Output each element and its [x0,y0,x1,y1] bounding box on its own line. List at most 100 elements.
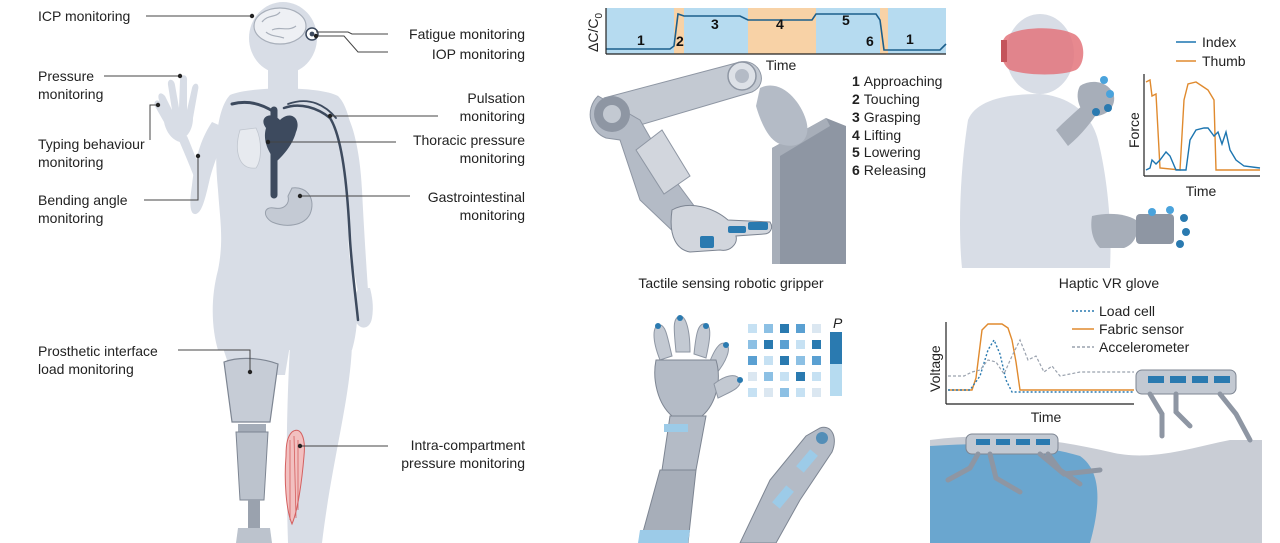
callout-lines [104,15,438,447]
heatmap-cell [748,324,757,333]
phase-label: 4 [776,16,784,32]
heatmap-cell [812,340,821,349]
heatmap-cell [812,356,821,365]
heatmap-cell [812,388,821,397]
heatmap-cell [748,340,757,349]
legend-fabric-sensor: Fabric sensor [1099,321,1184,337]
robot-hand-icon [638,315,835,543]
raised-hand-icon [154,75,199,142]
human-body-figure [154,2,373,543]
heatmap-cell [764,324,773,333]
label-prosthetic-2: load monitoring [38,361,134,377]
brain-icon [253,7,307,45]
label-intra-1: Intra-compartment [411,437,525,453]
label-gastro-2: monitoring [460,207,525,223]
thumb-series [1145,78,1260,171]
index-series [1145,127,1261,171]
label-pulsation-2: monitoring [460,108,525,124]
heatmap-cell [796,356,805,365]
phase-label: 3 [711,16,719,32]
gripper-xlabel: Time [766,57,797,73]
label-iop: IOP monitoring [432,46,525,62]
body-labels: ICP monitoring Fatigue monitoring IOP mo… [38,8,525,471]
heatmap-cell [748,356,757,365]
vr-xlabel: Time [1186,183,1217,199]
legend-accelerometer: Accelerometer [1099,339,1190,355]
label-icp: ICP monitoring [38,8,130,24]
heatmap-cell [748,372,757,381]
phase-label: 2 [676,33,684,49]
gripper-signal-line [606,12,947,51]
robot-xlabel: Time [1031,409,1062,425]
vr-user-figure [960,14,1190,268]
heatmap-cell [796,388,805,397]
vr-headset-icon [1001,28,1084,75]
heatmap-cell [764,372,773,381]
label-fatigue: Fatigue monitoring [409,26,525,42]
label-typing-1: Typing behaviour [38,136,145,152]
heatmap-cell [796,372,805,381]
label-gastro-1: Gastrointestinal [428,189,525,205]
gripper-signal-plot: 1 2 3 4 5 6 1 ΔC/C0 Time [585,8,947,73]
robot-ylabel: Voltage [927,345,943,392]
heatmap-cell [780,324,789,333]
load-cell-series [948,338,1134,393]
legged-robot-icon [945,369,1253,495]
phase-label: 6 [866,33,874,49]
heatmap-cell [780,388,789,397]
vr-force-plot: Index Thumb Time Force [1126,34,1261,199]
heatmap-cell [796,340,805,349]
legend-load-cell: Load cell [1099,303,1155,319]
heatmap-cell [764,388,773,397]
gripper-caption: Tactile sensing robotic gripper [638,275,824,291]
prosthetic-icon [223,357,279,423]
legged-robot-scene [930,369,1262,543]
legend-index: Index [1202,34,1236,50]
heart-icon [263,115,298,162]
heatmap-cell [780,340,789,349]
fabric-sensor-series [948,323,1134,391]
accelerometer-series [948,338,1134,377]
label-bending-1: Bending angle [38,192,128,208]
label-typing-2: monitoring [38,154,103,170]
legend-thumb: Thumb [1202,53,1246,69]
label-thoracic-2: monitoring [460,150,525,166]
heatmap-cell [748,388,757,397]
phase-label: 1 [906,31,914,47]
robot-arm-icon [589,61,846,264]
label-prosthetic-1: Prosthetic interface [38,343,158,359]
heatmap-cell [812,324,821,333]
label-thoracic-1: Thoracic pressure [413,132,525,148]
heatmap-cell [812,372,821,381]
robot-voltage-plot: Load cell Fabric sensor Accelerometer Ti… [927,303,1190,425]
gripper-ylabel: ΔC/C0 [585,13,605,52]
vr-caption: Haptic VR glove [1059,275,1160,291]
label-intra-2: pressure monitoring [401,455,525,471]
label-bending-2: monitoring [38,210,103,226]
phase-label: 5 [842,12,850,28]
heatmap-cell [764,356,773,365]
label-pulsation-1: Pulsation [467,90,525,106]
pressure-scale-label: P [833,315,843,331]
label-pressure-2: monitoring [38,86,103,102]
phase-label: 1 [637,32,645,48]
pressure-heatmap [748,324,821,397]
heatmap-cell [764,340,773,349]
heatmap-cell [780,372,789,381]
heatmap-cell [796,324,805,333]
heatmap-cell [780,356,789,365]
